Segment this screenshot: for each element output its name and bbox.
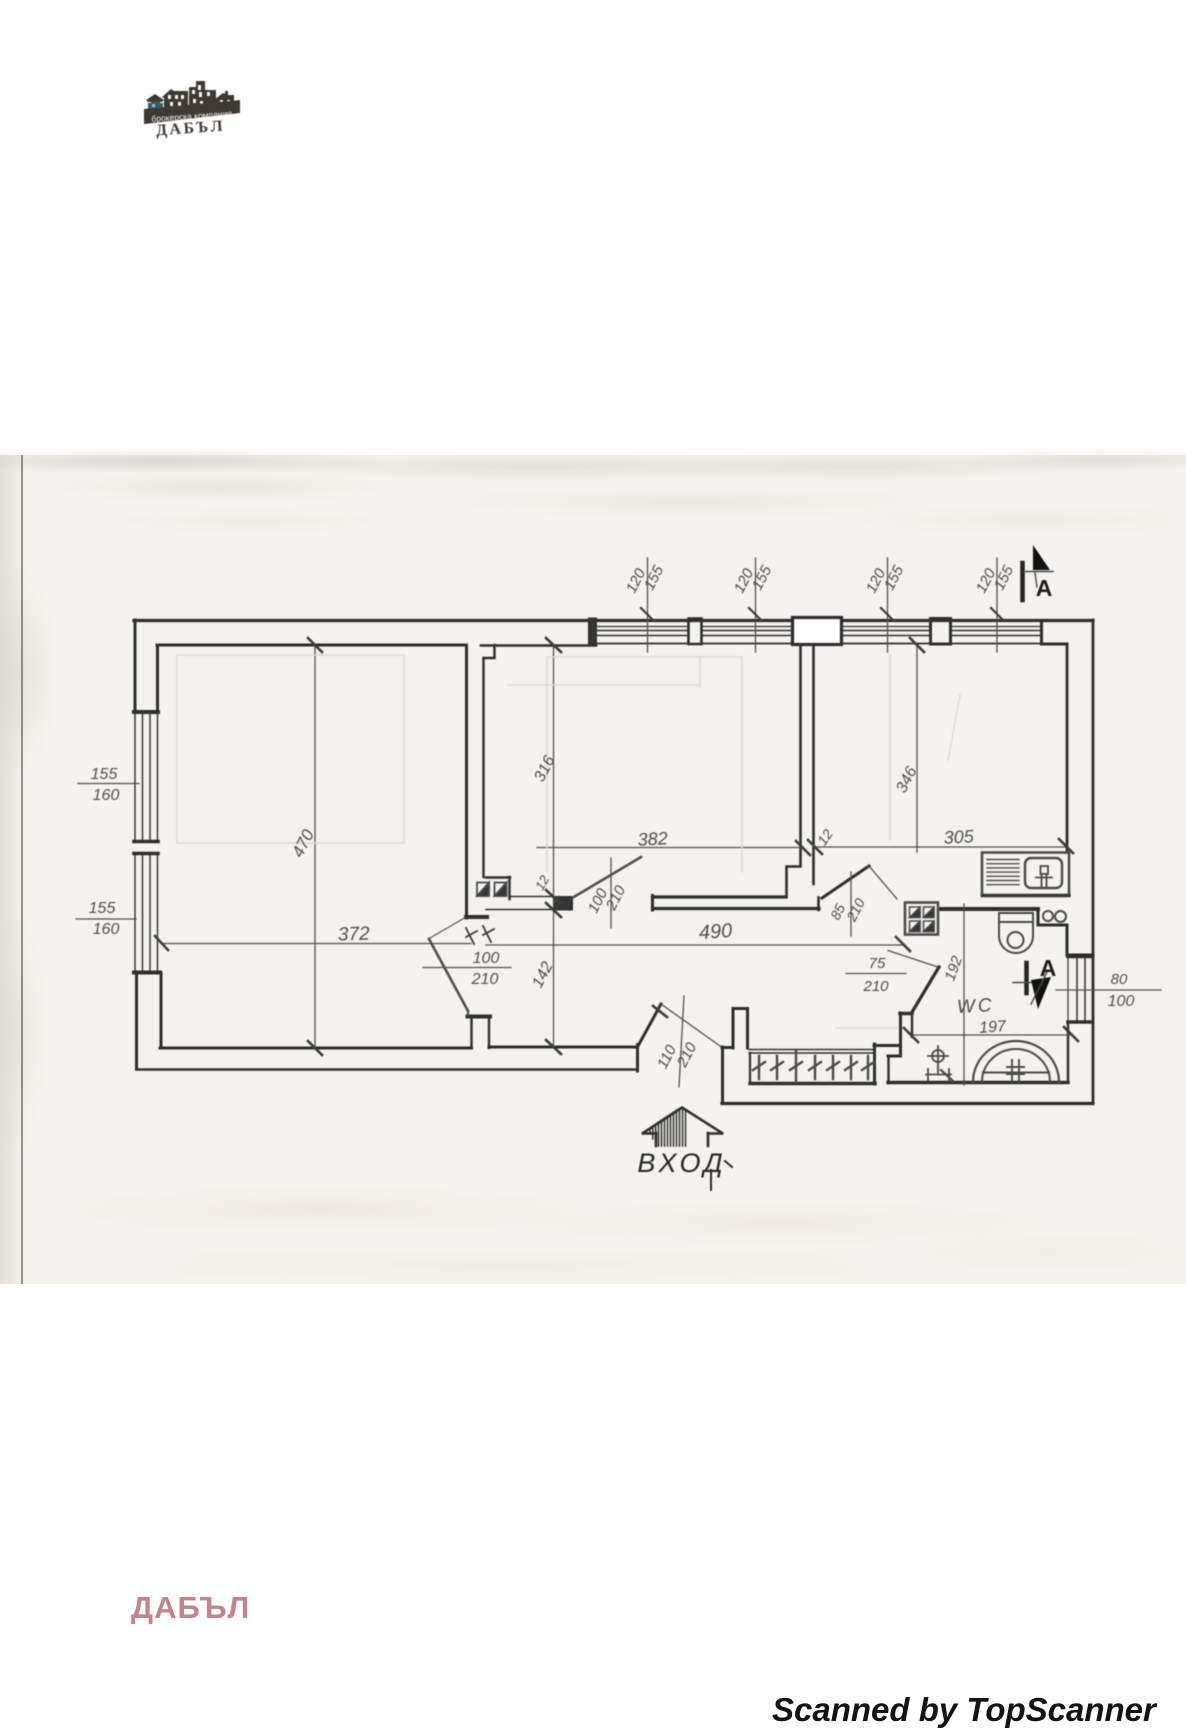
svg-text:A: A [1036, 575, 1053, 601]
svg-text:490: 490 [698, 920, 733, 944]
svg-text:12: 12 [814, 826, 836, 848]
svg-text:12: 12 [532, 872, 553, 893]
svg-text:155: 155 [91, 766, 118, 783]
svg-text:100: 100 [473, 950, 500, 967]
svg-text:80: 80 [1111, 971, 1128, 988]
svg-text:WC: WC [956, 995, 995, 1018]
svg-text:210: 210 [862, 978, 889, 995]
svg-text:155: 155 [991, 562, 1018, 593]
svg-text:210: 210 [673, 1039, 700, 1070]
svg-text:197: 197 [979, 1018, 1008, 1037]
svg-text:155: 155 [881, 562, 908, 593]
svg-text:372: 372 [338, 923, 371, 945]
svg-text:160: 160 [93, 787, 120, 804]
svg-text:75: 75 [869, 955, 886, 972]
svg-text:155: 155 [89, 900, 116, 917]
svg-text:A: A [1040, 955, 1057, 981]
svg-text:160: 160 [93, 921, 120, 938]
svg-text:210: 210 [471, 971, 499, 988]
svg-text:100: 100 [1108, 993, 1135, 1010]
svg-text:155: 155 [641, 562, 668, 593]
svg-text:305: 305 [943, 826, 975, 848]
svg-text:316: 316 [531, 753, 558, 785]
svg-text:192: 192 [942, 953, 967, 983]
svg-text:85: 85 [827, 901, 848, 922]
svg-text:210: 210 [602, 882, 629, 913]
svg-text:ДАБЪЛ: ДАБЪЛ [155, 118, 225, 140]
svg-text:ВХОД: ВХОД [637, 1148, 726, 1178]
svg-text:155: 155 [749, 562, 776, 593]
svg-text:210: 210 [843, 896, 868, 925]
svg-text:382: 382 [637, 828, 668, 850]
svg-text:142: 142 [529, 959, 556, 991]
svg-text:470: 470 [288, 826, 318, 860]
